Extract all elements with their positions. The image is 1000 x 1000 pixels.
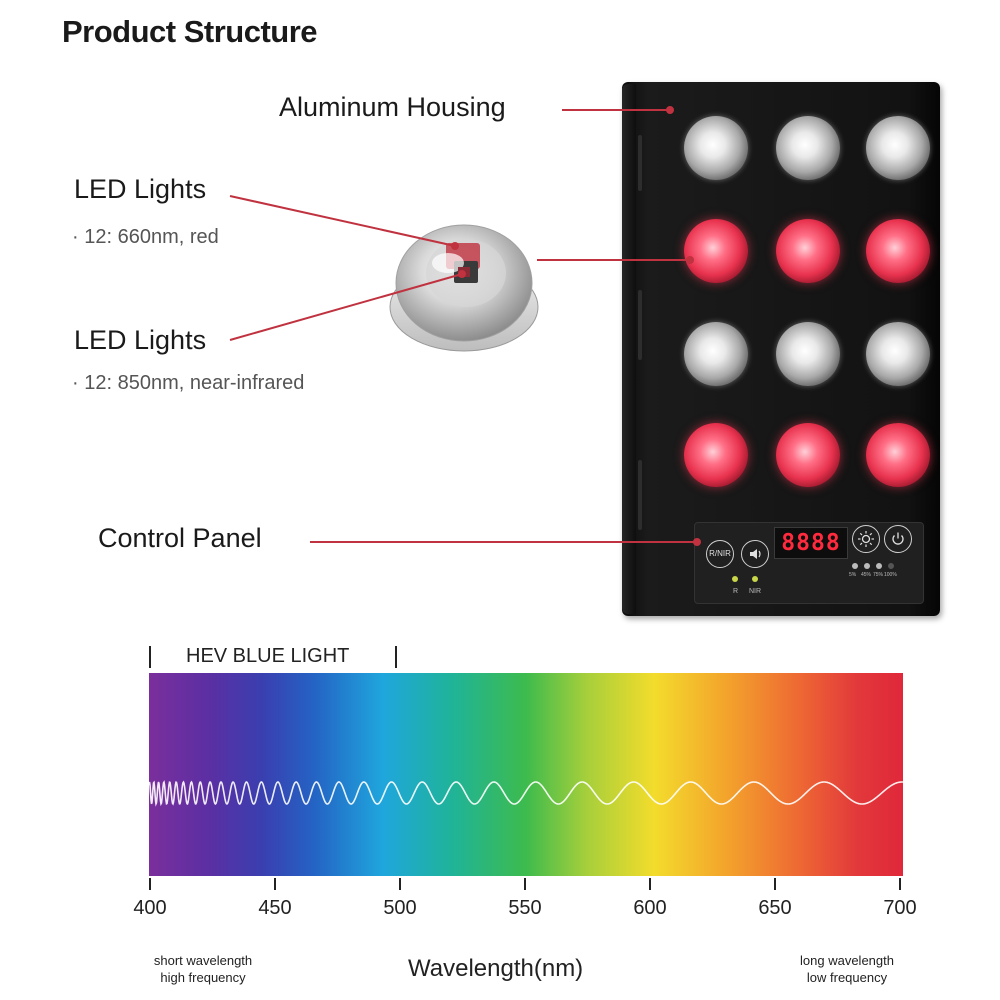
led-red-660nm xyxy=(776,423,840,487)
led-nir-850nm xyxy=(776,116,840,180)
power-icon xyxy=(892,532,904,545)
hev-band-end-mark xyxy=(395,646,397,668)
led-red-660nm xyxy=(866,219,930,283)
label-led-red-detail: · 12: 660nm, red xyxy=(72,226,219,248)
axis-tick-label: 400 xyxy=(133,897,167,919)
led-red-660nm xyxy=(684,423,748,487)
level-dot xyxy=(864,563,870,569)
axis-tick-label: 650 xyxy=(758,897,792,919)
axis-tick xyxy=(399,878,401,890)
leader-led-red xyxy=(229,195,456,247)
digit-display: 8888 xyxy=(774,527,848,559)
axis-tick-label: 700 xyxy=(883,897,917,919)
vent-slot xyxy=(638,460,642,530)
indicator-light-r xyxy=(732,576,738,582)
axis-tick xyxy=(274,878,276,890)
indicator-label-nir: NIR xyxy=(749,588,762,595)
led-nir-850nm xyxy=(684,322,748,386)
axis-tick-label: 550 xyxy=(508,897,542,919)
power-button[interactable] xyxy=(884,525,912,553)
wavelength-wave xyxy=(149,780,903,807)
axis-tick-label: 600 xyxy=(633,897,667,919)
page-title: Product Structure xyxy=(62,14,318,49)
axis-tick-label: 450 xyxy=(258,897,292,919)
axis-tick-label: 500 xyxy=(383,897,417,919)
axis-tick xyxy=(774,878,776,890)
led-nir-850nm xyxy=(866,322,930,386)
axis-tick xyxy=(149,878,151,890)
leader-lines xyxy=(229,106,701,546)
vent-slot xyxy=(638,135,642,191)
note-line: low frequency xyxy=(806,970,888,985)
indicator-light-nir xyxy=(752,576,758,582)
leader-dot xyxy=(451,242,459,250)
axis-tick xyxy=(649,878,651,890)
axis-tick xyxy=(524,878,526,890)
label-led-lights-nir: LED Lights xyxy=(74,325,207,355)
wave-curve xyxy=(149,780,903,807)
note-line: long wavelength xyxy=(800,953,894,968)
note-short-wavelength: short wavelength high frequency xyxy=(128,952,278,986)
level-label: 75% xyxy=(873,572,884,578)
hev-band-label: HEV BLUE LIGHT xyxy=(186,645,350,667)
led-red-660nm xyxy=(684,219,748,283)
sun-icon xyxy=(858,531,874,547)
mode-button[interactable]: R/NIR xyxy=(706,540,734,568)
brightness-button[interactable] xyxy=(852,525,880,553)
hev-band-start-mark xyxy=(149,646,151,668)
axis-label-wavelength: Wavelength(nm) xyxy=(408,955,584,982)
level-label: 5% xyxy=(849,572,857,578)
visible-spectrum-bar xyxy=(149,673,903,876)
note-line: high frequency xyxy=(160,970,246,985)
level-dot xyxy=(852,563,858,569)
level-dot xyxy=(876,563,882,569)
device-side-edge xyxy=(622,84,636,614)
label-led-lights-red: LED Lights xyxy=(74,174,207,204)
leader-led-nir xyxy=(229,273,463,341)
leader-dot xyxy=(458,270,466,278)
led-red-660nm xyxy=(776,219,840,283)
speaker-icon xyxy=(750,549,761,559)
level-dot xyxy=(888,563,894,569)
level-label: 100% xyxy=(884,572,897,578)
label-aluminum-housing: Aluminum Housing xyxy=(279,92,506,122)
vent-slot xyxy=(638,290,642,360)
leader-dot xyxy=(693,538,701,546)
speaker-button[interactable] xyxy=(741,540,769,568)
indicator-label-r: R xyxy=(733,588,739,595)
led-nir-850nm xyxy=(776,322,840,386)
label-led-nir-detail: · 12: 850nm, near-infrared xyxy=(72,372,305,394)
level-label: 45% xyxy=(861,572,872,578)
note-long-wavelength: long wavelength low frequency xyxy=(772,952,922,986)
led-red-660nm xyxy=(866,423,930,487)
note-line: short wavelength xyxy=(153,953,253,968)
leader-dot xyxy=(666,106,674,114)
leader-dot xyxy=(686,256,694,264)
axis-tick xyxy=(899,878,901,890)
label-control-panel: Control Panel xyxy=(98,523,262,553)
led-nir-850nm xyxy=(684,116,748,180)
led-nir-850nm xyxy=(866,116,930,180)
